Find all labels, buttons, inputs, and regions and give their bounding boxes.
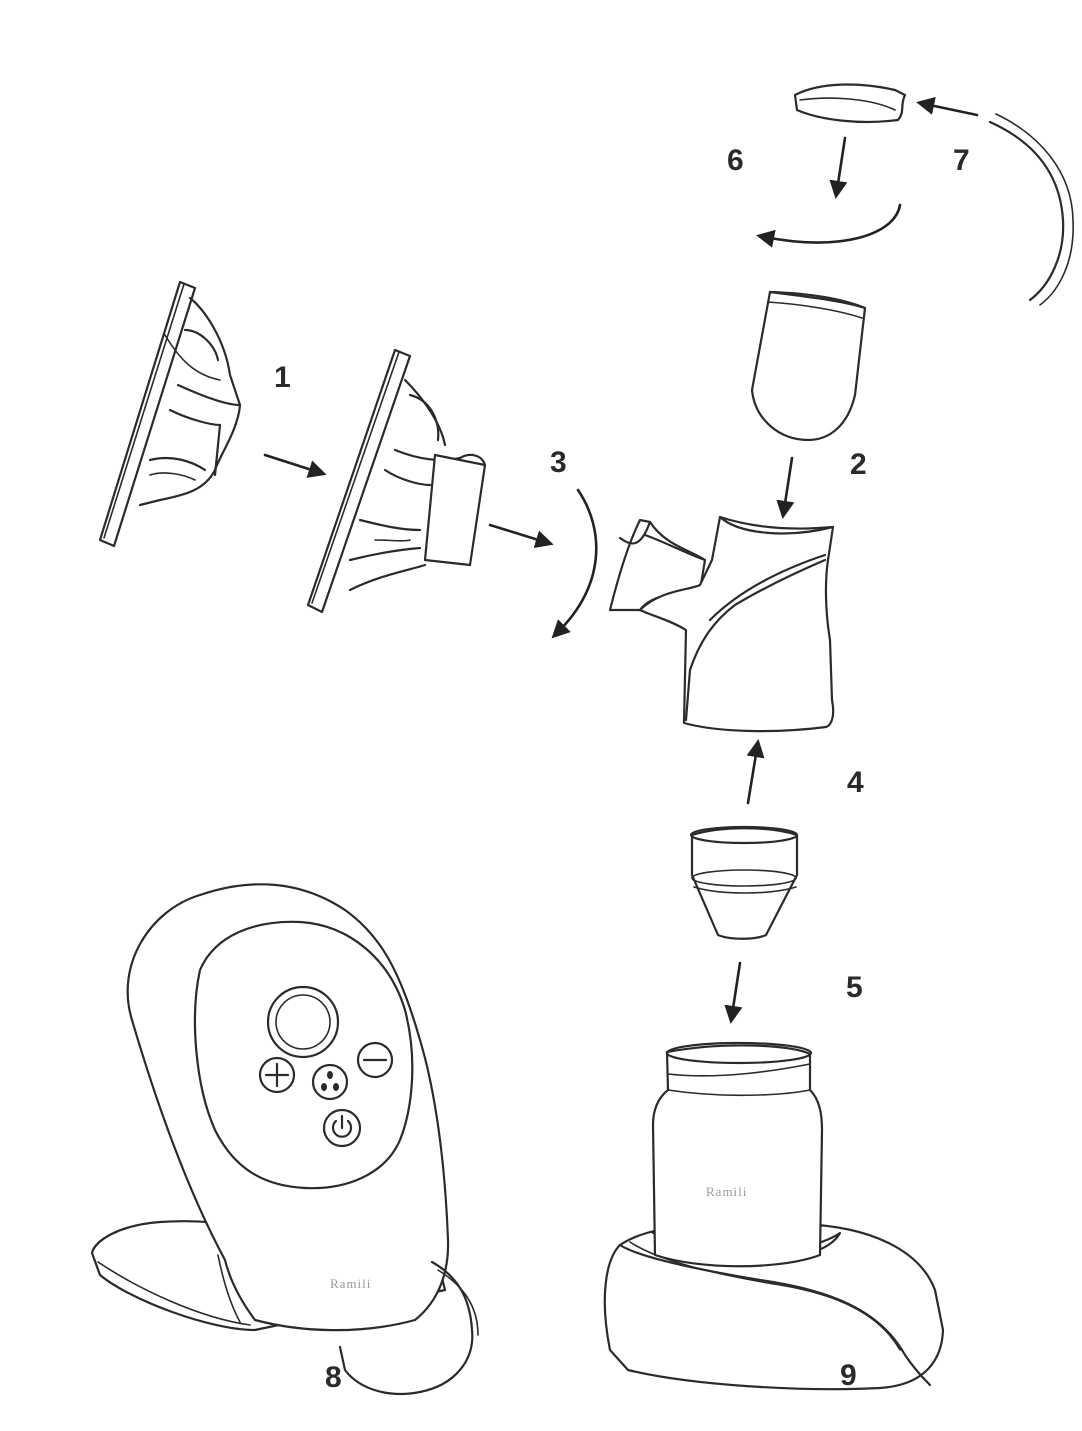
- breast-shield-part: [98, 280, 242, 548]
- assembly-arrows: [263, 96, 979, 1024]
- pump-body-part: [608, 515, 835, 733]
- step-label-4: 4: [847, 766, 864, 799]
- breast-shield-assembled-part: [306, 348, 487, 614]
- bottle-brand-label: Ramili: [706, 1184, 747, 1199]
- arrow-step-1b: [488, 523, 554, 549]
- valve-part: [689, 825, 799, 940]
- step-number-labels: 1 2 3 4 5 6 7 8 9: [274, 144, 970, 1394]
- step-label-1: 1: [274, 361, 291, 394]
- step-label-3: 3: [550, 446, 567, 479]
- step-label-2: 2: [850, 448, 867, 481]
- arrow-step-6-down: [829, 136, 848, 199]
- step-label-6: 6: [727, 144, 744, 177]
- arrow-step-3: [551, 488, 598, 639]
- air-tube-edge: [995, 113, 1074, 306]
- minus-button-icon: [356, 1041, 394, 1079]
- step-label-5: 5: [846, 971, 863, 1004]
- motor-brand-label: Ramili: [330, 1276, 371, 1291]
- plus-button-icon: [258, 1056, 296, 1094]
- bottle-with-stand-part: Ramili: [603, 1041, 945, 1391]
- diaphragm-cup-part: [750, 290, 867, 442]
- step-label-7: 7: [953, 144, 970, 177]
- arrow-step-5: [724, 961, 743, 1024]
- motor-unit-part: Ramili: [90, 883, 479, 1396]
- mode-button-icon: [311, 1063, 349, 1101]
- diaphragm-cap-part: [793, 83, 907, 124]
- arrow-step-6-turn: [756, 203, 902, 248]
- arrow-step-2: [776, 456, 795, 519]
- plus-sign-icon: [264, 1062, 290, 1088]
- arrow-step-1: [263, 453, 327, 478]
- power-button-icon: [322, 1108, 362, 1148]
- arrow-step-7: [916, 96, 979, 117]
- step-label-9: 9: [840, 1359, 857, 1392]
- power-symbol-icon: [331, 1119, 353, 1138]
- step-label-8: 8: [325, 1361, 342, 1394]
- air-tube-part: [988, 120, 1065, 302]
- arrow-step-4: [746, 739, 765, 805]
